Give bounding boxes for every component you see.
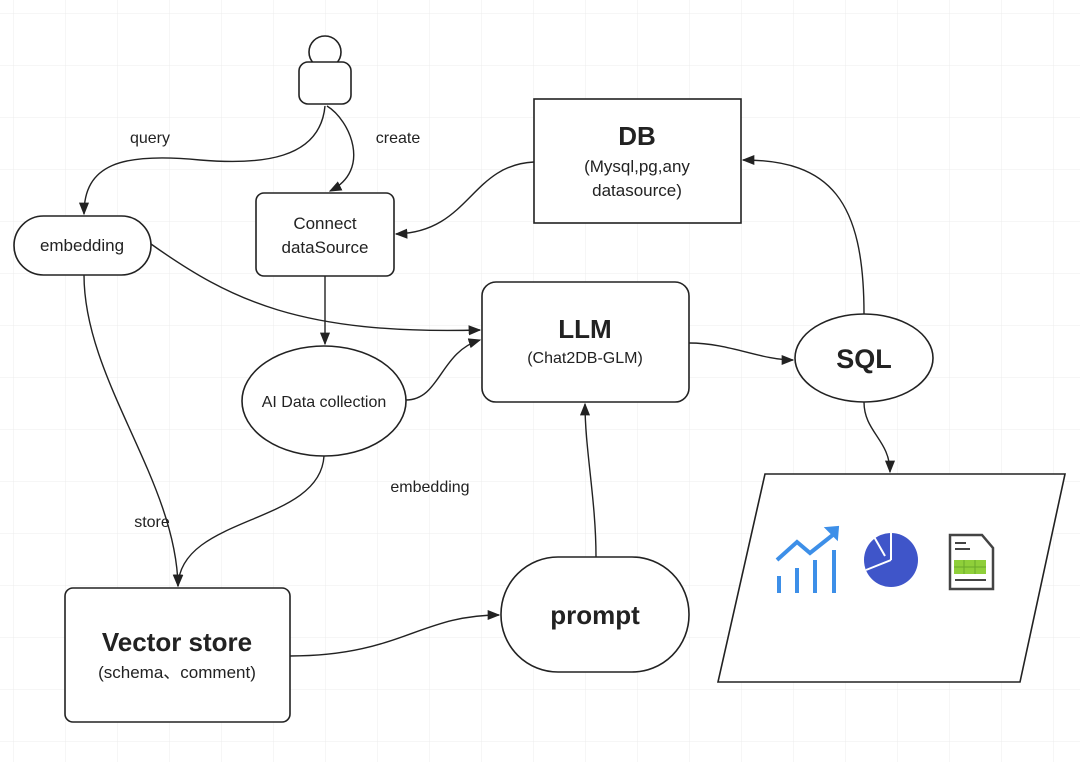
node-ai-label: AI Data collection bbox=[262, 394, 387, 411]
edge-ai-vector bbox=[173, 455, 325, 588]
edge-label-store: store bbox=[134, 514, 170, 531]
edge-user-connect bbox=[326, 105, 355, 192]
node-prompt[interactable]: prompt bbox=[500, 556, 690, 673]
edge-embedding-vector bbox=[83, 274, 183, 588]
node-vector-subtitle: (schema、comment) bbox=[98, 663, 256, 682]
node-prompt-label: prompt bbox=[550, 600, 640, 630]
node-sql[interactable]: SQL bbox=[794, 313, 934, 403]
node-vector-title: Vector store bbox=[102, 627, 252, 657]
node-llm[interactable]: LLM (Chat2DB-GLM) bbox=[481, 281, 690, 403]
node-db-line2: datasource) bbox=[592, 181, 682, 200]
user-icon[interactable] bbox=[298, 35, 352, 105]
node-embedding[interactable]: embedding bbox=[13, 215, 152, 276]
node-db[interactable]: DB (Mysql,pg,any datasource) bbox=[533, 98, 742, 224]
edge-db-connect bbox=[394, 161, 535, 239]
edge-llm-sql bbox=[688, 342, 795, 366]
node-connect-line2: dataSource bbox=[282, 238, 369, 257]
edge-label-create: create bbox=[376, 130, 421, 147]
edge-ai-llm bbox=[405, 338, 482, 401]
node-sql-label: SQL bbox=[836, 344, 892, 374]
edge-sql-output bbox=[863, 401, 896, 474]
node-output[interactable] bbox=[716, 473, 1066, 683]
node-db-title: DB bbox=[618, 121, 656, 151]
node-embedding-label: embedding bbox=[40, 236, 124, 255]
node-connect-line1: Connect bbox=[293, 214, 357, 233]
edge-embedding-llm bbox=[150, 243, 482, 336]
node-llm-subtitle: (Chat2DB-GLM) bbox=[527, 350, 643, 367]
node-db-line1: (Mysql,pg,any bbox=[584, 157, 690, 176]
edge-prompt-llm bbox=[579, 402, 597, 558]
spreadsheet-document-icon bbox=[948, 533, 995, 591]
edge-vector-prompt bbox=[289, 609, 501, 657]
line-bar-chart-icon bbox=[775, 525, 840, 593]
edges bbox=[78, 105, 896, 657]
edge-sql-db bbox=[741, 154, 865, 315]
edge-user-embedding bbox=[78, 105, 326, 216]
node-connect-datasource[interactable]: Connect dataSource bbox=[255, 192, 395, 277]
node-vector-store[interactable]: Vector store (schema、comment) bbox=[64, 587, 291, 723]
node-ai-data-collection[interactable]: AI Data collection bbox=[241, 345, 407, 457]
node-llm-title: LLM bbox=[558, 314, 611, 344]
pie-chart-icon bbox=[864, 533, 918, 587]
edge-label-embedding: embedding bbox=[390, 479, 469, 496]
edge-label-query: query bbox=[130, 130, 170, 147]
